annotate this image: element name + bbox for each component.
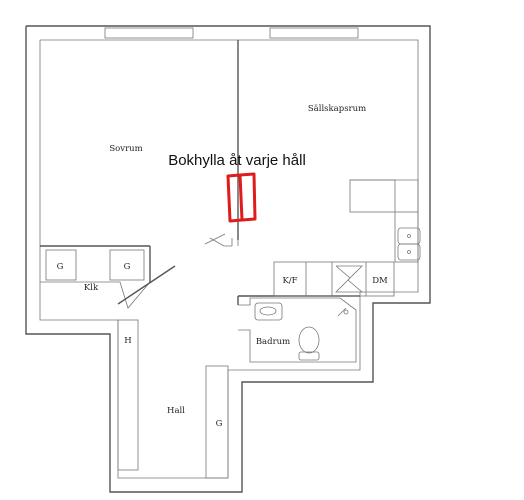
room-label-bathroom: Badrum [256,337,290,347]
windows [104,27,359,39]
bookshelf-annotation: Bokhylla åt varje håll [168,152,306,169]
interior-walls [40,40,360,309]
dishwasher-label: DM [372,276,388,286]
room-label-hall: Hall [167,406,185,416]
room-label-walk-in: Klk [84,283,99,293]
closets [45,249,229,479]
closet-label: G [216,419,223,429]
closet-label: G [57,262,64,272]
bookshelf-mark [226,172,257,223]
room-label-living: Sällskapsrum [308,104,366,114]
kitchen [273,179,421,297]
closet-label-h: H [124,336,131,346]
fridge-label: K/F [282,276,297,286]
closet-label: G [124,262,131,272]
bathroom-fixtures [238,297,357,363]
room-label-bedroom: Sovrum [109,144,142,154]
